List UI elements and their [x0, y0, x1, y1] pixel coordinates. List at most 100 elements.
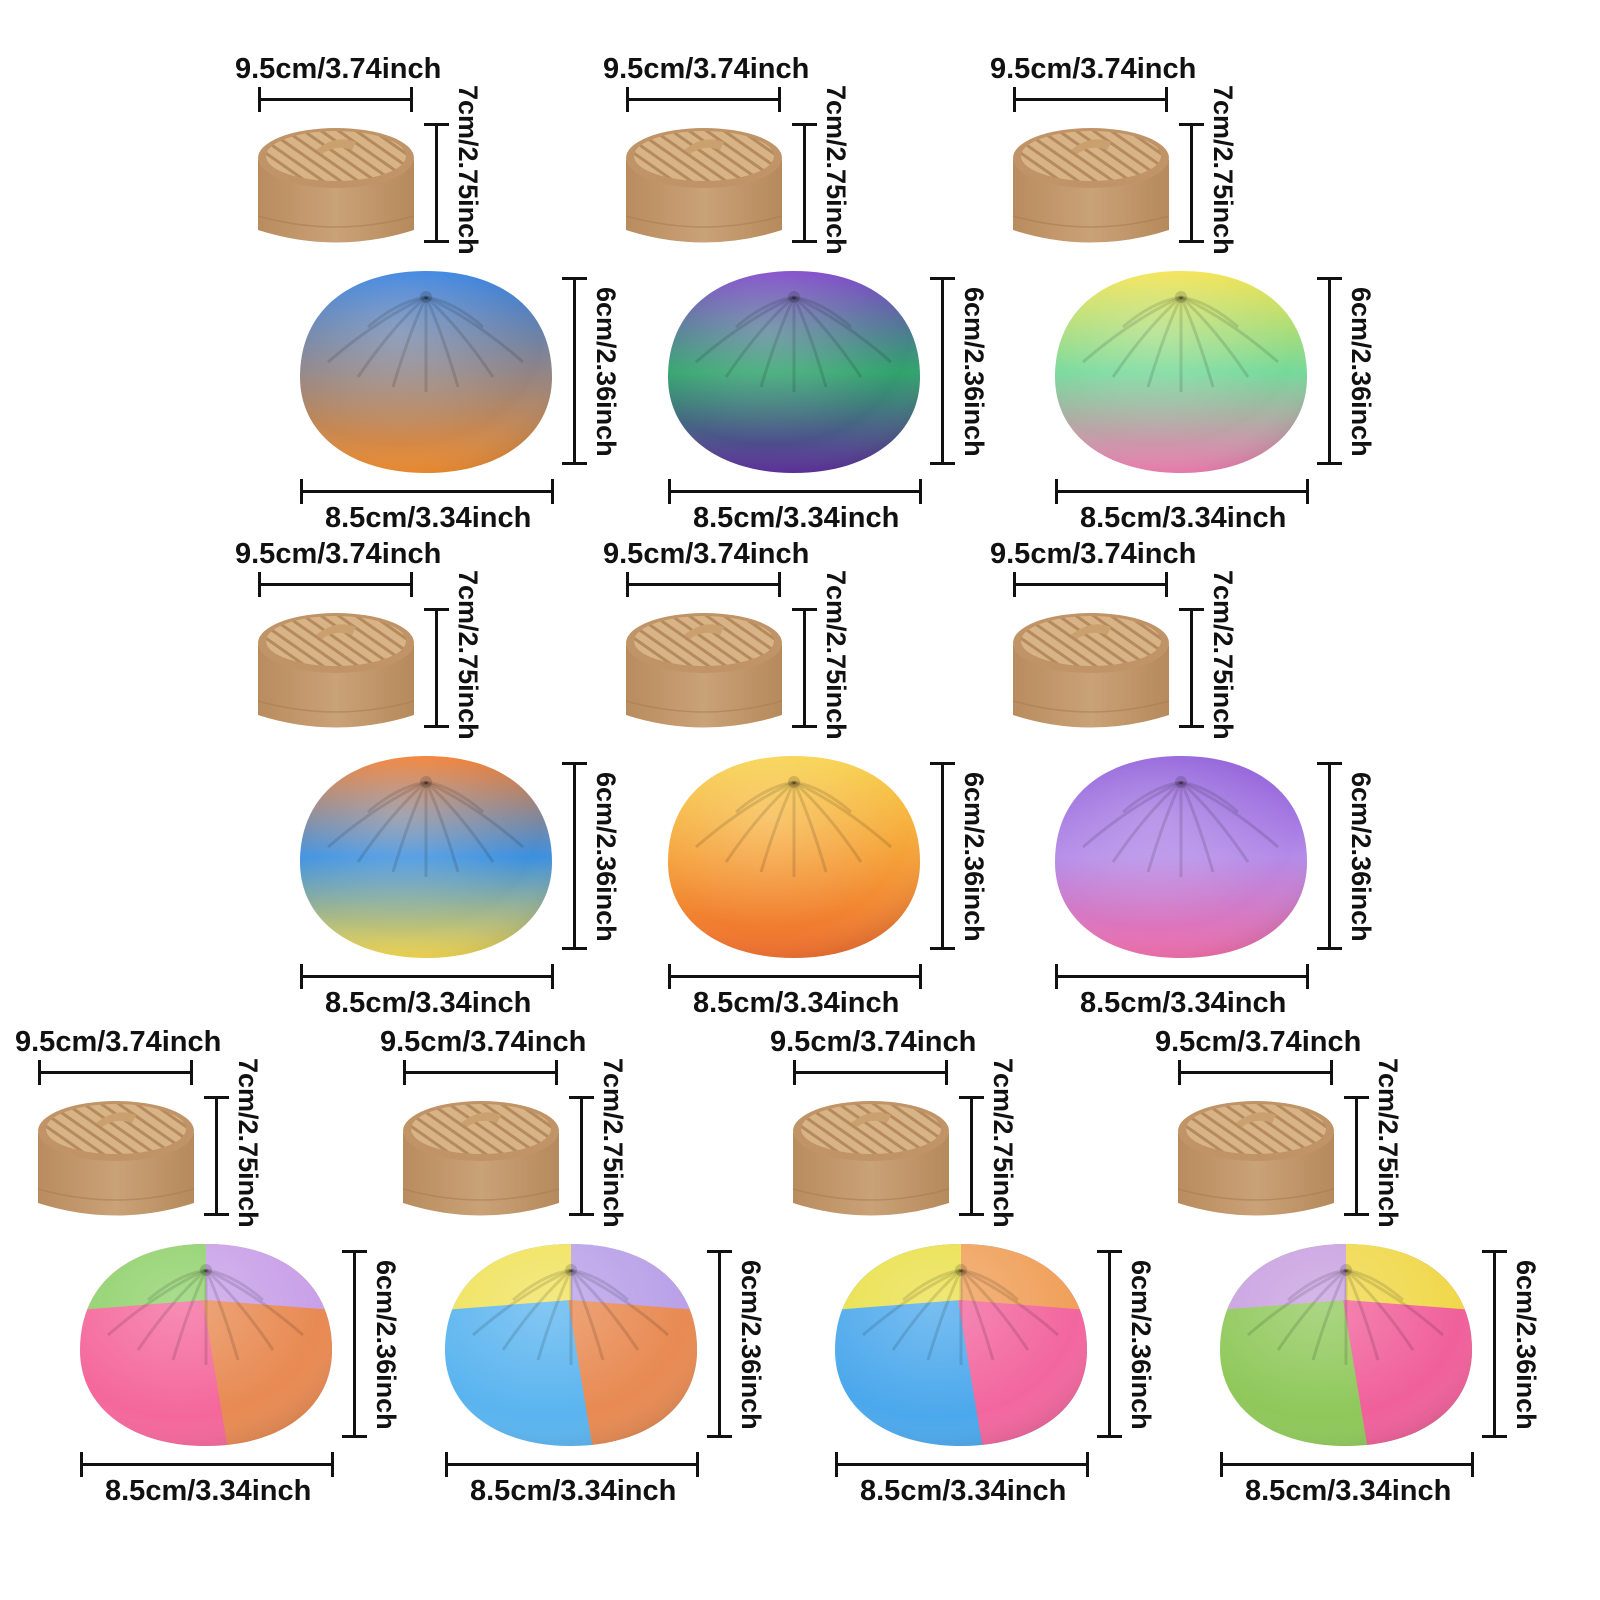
steamer-basket-image — [792, 1101, 950, 1216]
bun-height-bar — [930, 277, 955, 465]
product-item-10: 9.5cm/3.74inch 7cm/2.75inch 6cm/2.36inch 8.… — [1150, 1018, 1541, 1507]
steamer-height-label: 7cm/2.75inch — [598, 1058, 628, 1228]
bun-width-label: 8.5cm/3.34inch — [1080, 502, 1287, 534]
squishy-bun-image — [835, 1244, 1087, 1446]
steamer-height-label: 7cm/2.75inch — [821, 570, 851, 740]
bun-width-label: 8.5cm/3.34inch — [693, 987, 900, 1019]
bun-width-bar — [835, 1452, 1089, 1477]
squishy-bun-image — [1055, 756, 1307, 958]
steamer-height-label: 7cm/2.75inch — [453, 85, 483, 255]
steamer-width-label: 9.5cm/3.74inch — [15, 1026, 222, 1058]
bun-width-bar — [445, 1452, 699, 1477]
steamer-width-bar — [626, 572, 781, 597]
steamer-basket-image — [1012, 128, 1170, 243]
bun-height-label: 6cm/2.36inch — [591, 287, 621, 457]
bun-height-bar — [1317, 277, 1342, 465]
bun-height-bar — [562, 762, 587, 950]
bun-width-label: 8.5cm/3.34inch — [693, 502, 900, 534]
steamer-height-label: 7cm/2.75inch — [453, 570, 483, 740]
bun-height-bar — [562, 277, 587, 465]
bun-width-bar — [668, 479, 922, 504]
steamer-basket-image — [257, 128, 415, 243]
steamer-height-bar — [1179, 123, 1204, 243]
bun-width-bar — [80, 1452, 334, 1477]
squishy-bun-image — [300, 756, 552, 958]
bun-height-label: 6cm/2.36inch — [1126, 1260, 1156, 1430]
steamer-width-bar — [258, 87, 413, 112]
steamer-width-label: 9.5cm/3.74inch — [770, 1026, 977, 1058]
bun-height-label: 6cm/2.36inch — [591, 772, 621, 942]
bun-width-bar — [668, 964, 922, 989]
squishy-bun-image — [1220, 1244, 1472, 1446]
steamer-width-label: 9.5cm/3.74inch — [603, 538, 810, 570]
bun-height-bar — [707, 1250, 732, 1438]
bun-height-bar — [1097, 1250, 1122, 1438]
product-item-9: 9.5cm/3.74inch 7cm/2.75inch 6cm/2.36inch 8.… — [765, 1018, 1156, 1507]
steamer-width-bar — [1013, 572, 1168, 597]
squishy-bun-image — [300, 271, 552, 473]
steamer-height-label: 7cm/2.75inch — [988, 1058, 1018, 1228]
steamer-basket-image — [625, 128, 783, 243]
steamer-height-bar — [1179, 608, 1204, 728]
steamer-width-bar — [38, 1060, 193, 1085]
steamer-height-bar — [959, 1096, 984, 1216]
steamer-basket-image — [625, 613, 783, 728]
steamer-width-label: 9.5cm/3.74inch — [380, 1026, 587, 1058]
steamer-width-bar — [626, 87, 781, 112]
steamer-width-label: 9.5cm/3.74inch — [235, 538, 442, 570]
steamer-width-bar — [1178, 1060, 1333, 1085]
bun-width-bar — [1055, 964, 1309, 989]
steamer-width-bar — [793, 1060, 948, 1085]
bun-width-bar — [1220, 1452, 1474, 1477]
bun-width-label: 8.5cm/3.34inch — [325, 502, 532, 534]
steamer-width-label: 9.5cm/3.74inch — [603, 53, 810, 85]
steamer-height-bar — [792, 608, 817, 728]
steamer-width-label: 9.5cm/3.74inch — [990, 53, 1197, 85]
bun-width-label: 8.5cm/3.34inch — [1245, 1475, 1452, 1507]
squishy-bun-image — [80, 1244, 332, 1446]
bun-height-label: 6cm/2.36inch — [1346, 287, 1376, 457]
bun-width-label: 8.5cm/3.34inch — [860, 1475, 1067, 1507]
steamer-height-bar — [1344, 1096, 1369, 1216]
bun-width-label: 8.5cm/3.34inch — [470, 1475, 677, 1507]
steamer-width-bar — [1013, 87, 1168, 112]
steamer-height-label: 7cm/2.75inch — [1373, 1058, 1403, 1228]
bun-height-label: 6cm/2.36inch — [1346, 772, 1376, 942]
bun-height-label: 6cm/2.36inch — [1511, 1260, 1541, 1430]
bun-width-label: 8.5cm/3.34inch — [1080, 987, 1287, 1019]
squishy-bun-image — [1055, 271, 1307, 473]
steamer-height-label: 7cm/2.75inch — [1208, 570, 1238, 740]
product-item-5: 9.5cm/3.74inch 7cm/2.75inch 6cm/2.36inch 8.… — [598, 530, 989, 1019]
bun-height-bar — [342, 1250, 367, 1438]
bun-height-label: 6cm/2.36inch — [959, 772, 989, 942]
product-item-7: 9.5cm/3.74inch 7cm/2.75inch 6cm/2.36inch 8.… — [10, 1018, 401, 1507]
bun-width-bar — [300, 964, 554, 989]
steamer-basket-image — [37, 1101, 195, 1216]
bun-width-label: 8.5cm/3.34inch — [325, 987, 532, 1019]
bun-width-label: 8.5cm/3.34inch — [105, 1475, 312, 1507]
bun-height-bar — [1317, 762, 1342, 950]
squishy-bun-image — [668, 756, 920, 958]
bun-height-label: 6cm/2.36inch — [736, 1260, 766, 1430]
steamer-width-label: 9.5cm/3.74inch — [1155, 1026, 1362, 1058]
squishy-bun-image — [445, 1244, 697, 1446]
steamer-width-bar — [403, 1060, 558, 1085]
bun-height-label: 6cm/2.36inch — [371, 1260, 401, 1430]
steamer-height-bar — [424, 123, 449, 243]
product-item-8: 9.5cm/3.74inch 7cm/2.75inch 6cm/2.36inch 8.… — [375, 1018, 766, 1507]
steamer-height-label: 7cm/2.75inch — [233, 1058, 263, 1228]
squishy-bun-image — [668, 271, 920, 473]
steamer-height-bar — [569, 1096, 594, 1216]
bun-height-bar — [930, 762, 955, 950]
steamer-basket-image — [257, 613, 415, 728]
steamer-height-bar — [204, 1096, 229, 1216]
steamer-height-label: 7cm/2.75inch — [821, 85, 851, 255]
steamer-basket-image — [1177, 1101, 1335, 1216]
steamer-basket-image — [1012, 613, 1170, 728]
bun-width-bar — [1055, 479, 1309, 504]
steamer-basket-image — [402, 1101, 560, 1216]
steamer-width-bar — [258, 572, 413, 597]
